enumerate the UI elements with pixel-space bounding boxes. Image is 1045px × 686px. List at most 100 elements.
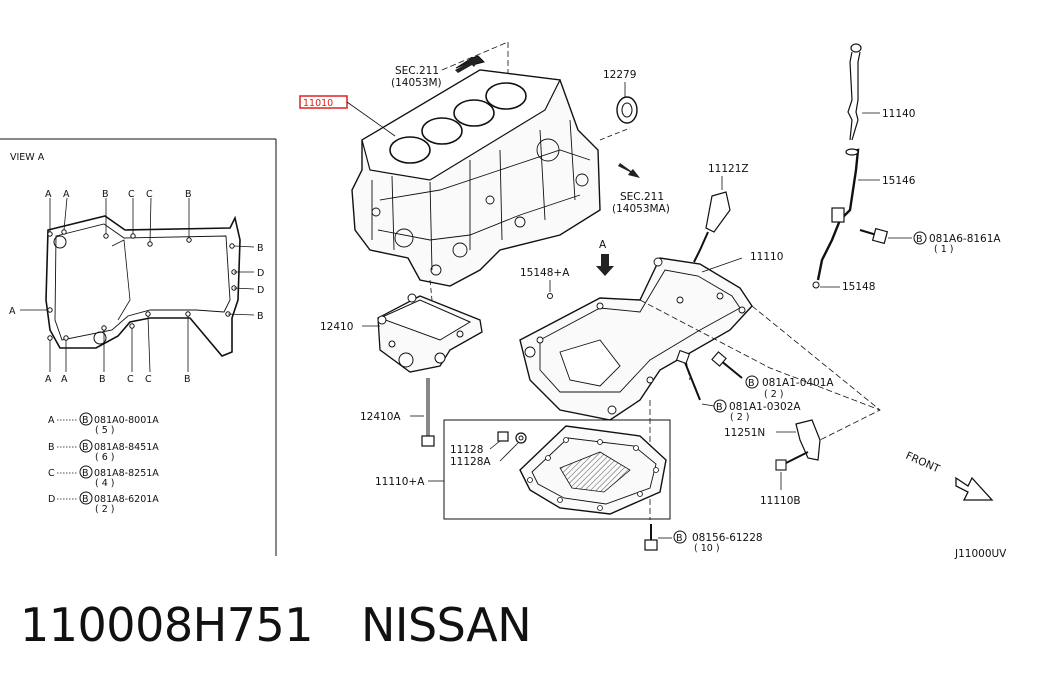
view-a-panel: VIEW A	[0, 138, 277, 556]
view-a-top-letter: A	[45, 189, 52, 200]
bracket-11251n	[776, 419, 821, 461]
view-a-right-letter: B	[257, 243, 264, 254]
svg-text:B: B	[748, 378, 755, 389]
front-label: FRONT	[904, 450, 942, 476]
svg-text:B: B	[82, 442, 89, 453]
part-qty-081a1-0401a: ( 2 )	[764, 389, 784, 400]
part-label-11121z: 11121Z	[708, 163, 749, 175]
part-label-11128a: 11128A	[450, 456, 491, 468]
oil-dipstick	[847, 43, 880, 141]
sec211-mid-sublabel: (14053MA)	[612, 203, 670, 215]
b-circle-icon	[673, 530, 687, 544]
b-circle-icon	[913, 231, 927, 245]
legend-row-c: C B 081A8-8251A ( 4 )	[48, 465, 159, 489]
part-label-15146: 15146	[882, 175, 916, 187]
highlighted-part-label[interactable]: 11010	[303, 98, 333, 109]
part-label-11110: 11110	[750, 251, 783, 263]
part-label-081a1-0302a: 081A1-0302A	[729, 401, 801, 413]
part-number: 110008H751	[20, 598, 314, 652]
drain-plug	[489, 431, 527, 462]
b-circle-icon	[713, 399, 727, 413]
b-circle-icon	[79, 465, 93, 479]
b-circle-icon	[79, 412, 93, 426]
view-a-bottom-letter: B	[99, 374, 106, 385]
bolt-08156-61228	[644, 524, 672, 551]
oil-pump	[362, 293, 483, 373]
svg-text:081A8-8251A: 081A8-8251A	[94, 468, 159, 479]
svg-text:B: B	[676, 533, 683, 544]
part-label-081a1-0401a: 081A1-0401A	[762, 377, 834, 389]
svg-text:B: B	[916, 234, 923, 245]
sec211-top-sublabel: (14053M)	[391, 77, 442, 89]
direction-arrow-icon	[618, 163, 640, 178]
view-a-title: VIEW A	[10, 152, 45, 163]
part-label-11110b: 11110B	[760, 495, 801, 507]
svg-text:B: B	[82, 415, 89, 426]
svg-text:081A0-8001A: 081A0-8001A	[94, 415, 159, 426]
part-label-11128: 11128	[450, 444, 483, 456]
part-qty-08156: ( 10 )	[694, 543, 720, 554]
dipstick-tube	[812, 148, 880, 289]
view-a-bottom-letter: C	[145, 374, 152, 385]
bolt-11110b	[775, 451, 809, 490]
svg-text:( 2 ): ( 2 )	[95, 504, 115, 515]
arrow-a-label: A	[599, 239, 607, 251]
view-a-left-letter: A	[9, 306, 16, 317]
part-qty-081a6: ( 1 )	[934, 244, 954, 255]
direction-arrow-icon	[455, 58, 480, 73]
part-label-08156: 08156-61228	[692, 532, 763, 544]
diagram-id: J11000UV	[954, 548, 1007, 560]
lower-pan-group-box	[443, 419, 671, 520]
part-label-12410: 12410	[320, 321, 353, 333]
svg-text:081A8-6201A: 081A8-6201A	[94, 494, 159, 505]
svg-text:A: A	[48, 415, 55, 426]
view-a-top-letter: A	[63, 189, 70, 200]
view-a-bottom-letter: A	[45, 374, 52, 385]
svg-text:B: B	[716, 402, 723, 413]
bolt-legend: A B 081A0-8001A ( 5 ) B B 081A8-8451A ( …	[48, 412, 159, 515]
part-label-12410a: 12410A	[360, 411, 401, 423]
view-a-top-letter: C	[128, 189, 135, 200]
part-label-11110a: 11110+A	[375, 476, 425, 488]
view-a-top-letter: C	[146, 189, 153, 200]
svg-text:B: B	[48, 442, 55, 453]
legend-row-d: D B 081A8-6201A ( 2 )	[48, 491, 159, 515]
svg-text:C: C	[48, 468, 55, 479]
view-a-right-letter: D	[257, 268, 264, 279]
svg-text:D: D	[48, 494, 55, 505]
part-label-081a6: 081A6-8161A	[929, 233, 1001, 245]
bolt-081a1-0302a	[675, 349, 715, 407]
svg-text:( 6 ): ( 6 )	[95, 452, 115, 463]
sec211-mid-label: SEC.211	[620, 191, 664, 203]
bolt-12410a	[410, 378, 435, 447]
brand-name: NISSAN	[361, 598, 532, 652]
part-label-11251n: 11251N	[724, 427, 765, 439]
svg-text:( 5 ): ( 5 )	[95, 425, 115, 436]
view-a-top-letter: B	[102, 189, 109, 200]
part-label-15148: 15148	[842, 281, 875, 293]
part-label-12279: 12279	[603, 69, 636, 81]
view-a-bottom-letter: B	[184, 374, 191, 385]
view-a-bottom-letter: A	[61, 374, 68, 385]
bolt-081a6	[859, 227, 912, 245]
svg-text:081A8-8451A: 081A8-8451A	[94, 442, 159, 453]
part-number-caption: 110008H751 NISSAN	[20, 598, 532, 652]
oil-pan-upper	[519, 257, 753, 421]
b-circle-icon	[79, 439, 93, 453]
view-a-bottom-letter: C	[127, 374, 134, 385]
view-a-right-letter: B	[257, 311, 264, 322]
oil-pan-lower	[519, 425, 667, 515]
oil-strainer	[693, 191, 731, 263]
legend-row-b: B B 081A8-8451A ( 6 )	[48, 439, 159, 463]
view-a-right-letter: D	[257, 285, 264, 296]
front-arrow-icon	[955, 476, 994, 501]
bolt-081a1-0401a	[711, 351, 743, 379]
svg-text:( 4 ): ( 4 )	[95, 478, 115, 489]
oil-pan-flange-outline	[45, 215, 241, 357]
view-a-top-letter: B	[185, 189, 192, 200]
svg-text:B: B	[82, 494, 89, 505]
cylinder-block	[351, 41, 631, 301]
part-label-11140: 11140	[882, 108, 915, 120]
